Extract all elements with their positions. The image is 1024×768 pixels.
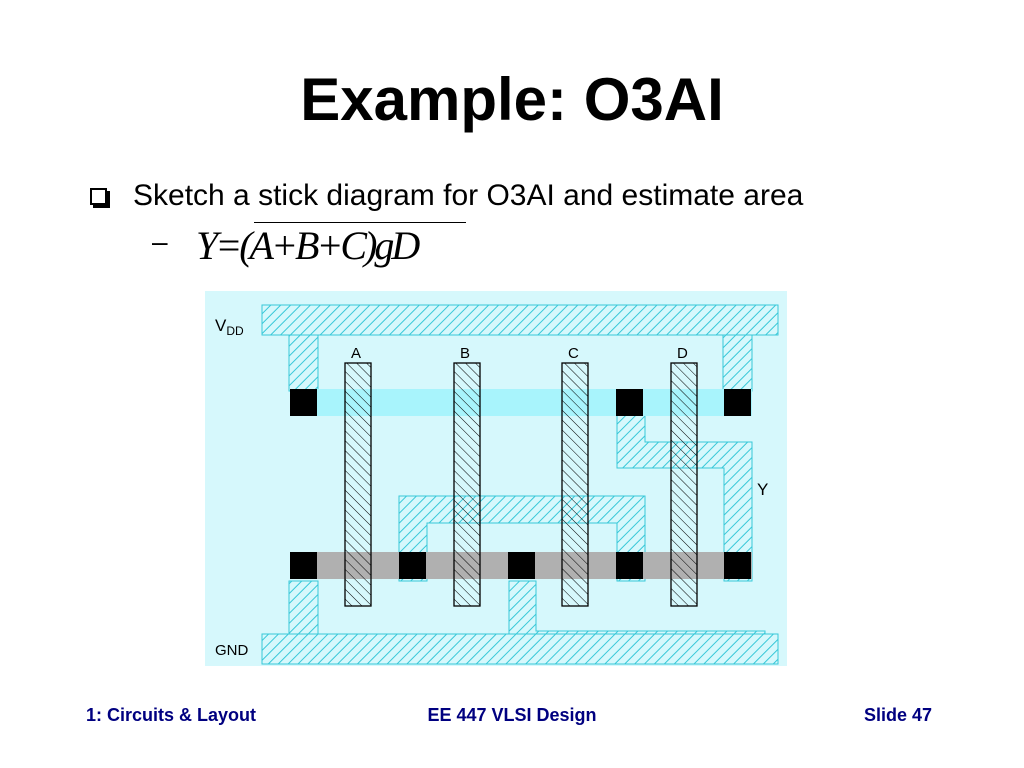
sub-bullet-dash: – [152, 226, 168, 257]
gate-label-d: D [677, 345, 688, 362]
gate-a [344, 362, 372, 607]
footer-slide-number: Slide 47 [864, 705, 933, 725]
gate-label-a: A [351, 345, 361, 362]
checkbox-bullet-icon [90, 187, 107, 205]
bullet-item: Sketch a stick diagram for O3AI and esti… [90, 174, 803, 218]
vdd-rail [261, 304, 779, 336]
gate-label-c: C [568, 345, 579, 362]
contact [724, 389, 751, 416]
metal-gnd-straps [288, 580, 766, 635]
contact [508, 552, 535, 579]
contact [399, 552, 426, 579]
contacts [290, 389, 751, 579]
contact [290, 552, 317, 579]
poly-gates [344, 362, 698, 607]
metal-vdd-straps [288, 334, 753, 392]
equation-overbar [254, 222, 466, 223]
contact [724, 552, 751, 579]
contact [616, 552, 643, 579]
gnd-label: GND [215, 642, 249, 659]
gate-c [561, 362, 589, 607]
output-y-label: Y [757, 480, 768, 499]
footer-course: EE 447 VLSI Design [427, 705, 597, 725]
contact [290, 389, 317, 416]
contact [616, 389, 643, 416]
equation-text: Y=(A+B+C)gD [196, 223, 420, 268]
slide-title: Example: O3AI [300, 66, 724, 133]
gate-d [670, 362, 698, 607]
gnd-rail [261, 633, 779, 665]
equation: Y=(A+B+C)gD [196, 222, 466, 269]
footer-section: 1: Circuits & Layout [86, 705, 257, 725]
vdd-label: VDD [215, 316, 244, 338]
gate-b [453, 362, 481, 607]
bullet-text: Sketch a stick diagram for O3AI and esti… [133, 179, 804, 212]
stick-diagram: VDD GND Y A B C D [205, 291, 787, 666]
gate-label-b: B [460, 345, 470, 362]
